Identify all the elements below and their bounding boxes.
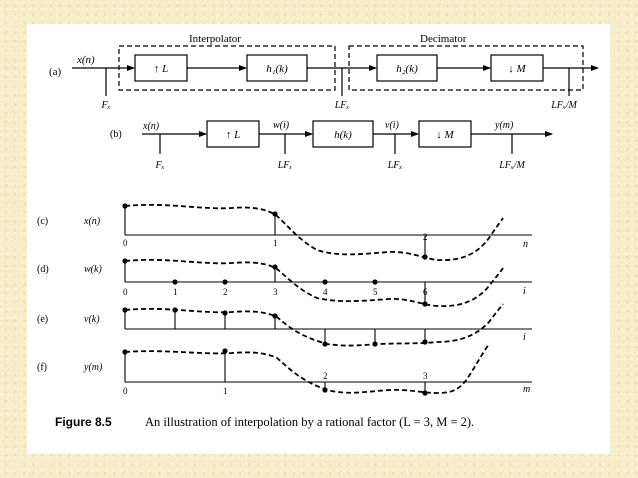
tick-f-2: 2 (323, 371, 328, 381)
interpolator-label: Interpolator (189, 33, 241, 45)
panel-label-e: (e) (37, 314, 48, 325)
plot-c (122, 203, 532, 262)
envelope-e (124, 303, 504, 347)
decimator-label: Decimator (420, 33, 467, 45)
sample-d-1 (172, 279, 178, 285)
plot-e (122, 303, 532, 347)
diagram-a (72, 45, 599, 96)
envelope-c (124, 203, 504, 262)
tick-f-3: 3 (423, 371, 428, 381)
plot-d (122, 258, 532, 308)
tick-c-1: 1 (273, 238, 278, 248)
downsampler-label-b: ↓ M (436, 129, 454, 141)
tick-f-0: 0 (123, 386, 128, 396)
sample-f-1 (222, 348, 228, 354)
envelope-f (124, 343, 490, 394)
signal-w-label: w(i) (273, 120, 290, 131)
sample-e-1 (172, 307, 178, 313)
h1-label: h₁(k) (266, 63, 288, 75)
envelope-d (124, 258, 504, 308)
tick-c-2: 2 (423, 232, 428, 242)
signal-label-c: x(n) (83, 216, 101, 227)
panel-label-d: (d) (37, 264, 49, 275)
signal-label-e: v(k) (84, 314, 100, 325)
h1-filter-block (246, 54, 308, 82)
input-label-b: x(n) (142, 121, 160, 132)
rate-label-b-w: LFₓ (277, 160, 293, 171)
sample-d-3 (272, 264, 278, 270)
axis-var-d: i (523, 286, 526, 297)
sample-c-0 (122, 203, 128, 209)
sample-f-3 (422, 390, 428, 396)
figure-canvas: (a) x(n) Interpolator Decimator ↑ L h₁(k… (37, 33, 599, 429)
downsampler-block-b (418, 120, 472, 148)
diagram-b (142, 120, 553, 154)
sample-c-2 (422, 254, 428, 260)
panel-label-a: (a) (49, 66, 62, 78)
sample-c-1 (272, 211, 278, 217)
sample-e-2 (222, 310, 228, 316)
rate-label-a-in: Fₓ (101, 100, 111, 111)
sample-d-4 (322, 279, 328, 285)
output-label-b: y(m) (494, 120, 514, 131)
rate-label-b-in: Fₓ (155, 160, 165, 171)
sample-d-0 (122, 258, 128, 264)
sample-f-2 (322, 387, 328, 393)
upsampler-block-a (134, 54, 188, 82)
downsampler-block-a (490, 54, 544, 82)
signal-label-d: w(k) (84, 264, 102, 275)
rate-label-a-out: LFₓ/M (550, 100, 577, 111)
sample-e-6 (422, 339, 428, 345)
tick-d-0: 0 (123, 287, 128, 297)
tick-d-5: 5 (373, 287, 378, 297)
tick-d-4: 4 (323, 287, 328, 297)
tick-f-1: 1 (223, 386, 228, 396)
h-filter-block (312, 120, 374, 148)
tick-c-0: 0 (123, 238, 128, 248)
upsampler-label-b: ↑ L (226, 129, 240, 141)
tick-d-6: 6 (423, 287, 428, 297)
axis-var-f: m (523, 384, 530, 395)
axis-var-c: n (523, 239, 528, 250)
caption-label: Figure 8.5 (55, 415, 112, 429)
caption-text: An illustration of interpolation by a ra… (145, 415, 474, 429)
input-label-a: x(n) (76, 54, 95, 66)
h-label: h(k) (334, 129, 352, 141)
rate-label-b-v: LFₓ (387, 160, 403, 171)
sample-e-5 (372, 341, 378, 347)
signal-v-label: v(i) (385, 120, 400, 131)
upsampler-block-b (206, 120, 260, 148)
sample-e-0 (122, 307, 128, 313)
sample-d-5 (372, 279, 378, 285)
signal-label-f: y(m) (83, 362, 103, 373)
h2-filter-block (376, 54, 438, 82)
downsampler-label-a: ↓ M (508, 63, 526, 75)
panel-label-f: (f) (37, 362, 47, 373)
sample-e-3 (272, 313, 278, 319)
panel-label-c: (c) (37, 216, 48, 227)
sample-e-4 (322, 341, 328, 347)
tick-d-1: 1 (173, 287, 178, 297)
plot-f (122, 343, 532, 396)
sample-f-0 (122, 349, 128, 355)
tick-d-3: 3 (273, 287, 278, 297)
tick-d-2: 2 (223, 287, 228, 297)
upsampler-label-a: ↑ L (154, 63, 168, 75)
sample-d-2 (222, 279, 228, 285)
figure: (a) x(n) Interpolator Decimator ↑ L h₁(k… (27, 24, 610, 454)
panel-label-b: (b) (110, 129, 122, 140)
axis-var-e: i (523, 332, 526, 343)
rate-label-a-mid: LFₓ (334, 100, 350, 111)
h2-label: h₂(k) (396, 63, 418, 75)
rate-label-b-out: LFₓ/M (498, 160, 525, 171)
sample-d-6 (422, 301, 428, 307)
